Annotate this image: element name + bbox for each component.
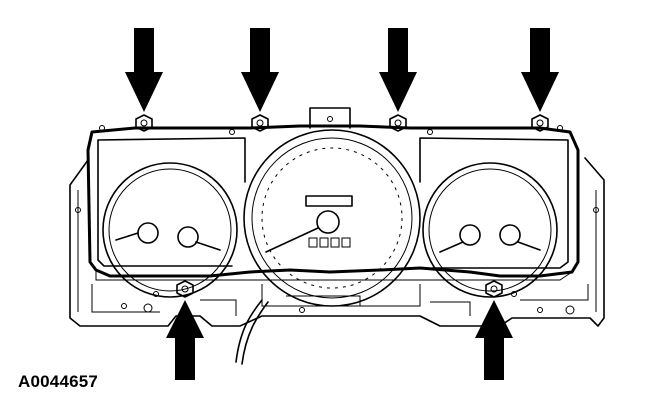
- arrows-bottom: [166, 300, 513, 380]
- nut-top-1: [135, 114, 153, 132]
- figure-reference-code: A0044657: [18, 372, 99, 391]
- nut-top-3: [389, 114, 407, 132]
- front-bezel: [86, 124, 580, 281]
- nut-top-2: [251, 114, 269, 132]
- right-gauge: [422, 162, 558, 298]
- arrow-top-4: [521, 28, 559, 112]
- bottom-mounting-nuts: [176, 280, 503, 298]
- top-center-bracket: [309, 107, 351, 129]
- left-gauge: [102, 162, 238, 298]
- arrow-bottom-2: [475, 300, 513, 380]
- housing-screw-holes: [75, 125, 599, 315]
- arrow-bottom-1: [166, 300, 204, 380]
- arrow-top-2: [241, 28, 279, 112]
- top-mounting-nuts: [135, 114, 549, 132]
- arrows-top: [125, 28, 559, 112]
- nut-bottom-1: [176, 280, 194, 298]
- wiring-cable: [235, 299, 269, 365]
- arrow-top-3: [379, 28, 417, 112]
- center-speedometer: [243, 129, 421, 307]
- nut-bottom-2: [485, 280, 503, 298]
- arrow-top-1: [125, 28, 163, 112]
- cluster-back-housing: [69, 157, 605, 327]
- nut-top-4: [531, 114, 549, 132]
